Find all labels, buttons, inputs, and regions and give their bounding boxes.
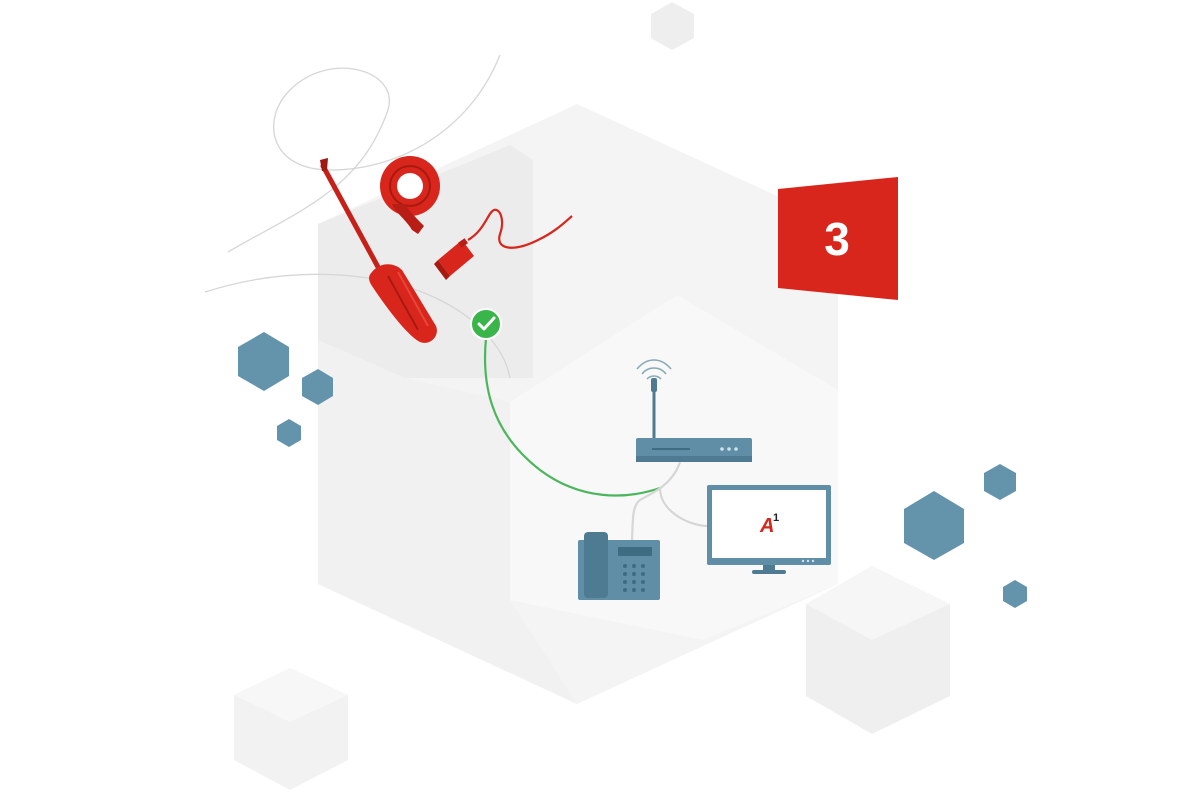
blue-hexagon-1	[238, 332, 289, 391]
green-connection-line	[483, 337, 661, 497]
router-cable-tv	[658, 487, 709, 528]
step-number: 3	[824, 213, 850, 265]
cable-connector-icon	[434, 208, 573, 280]
tv-icon: A 1	[707, 485, 831, 574]
router-cable-phone	[630, 461, 682, 541]
step-badge: 3	[778, 177, 898, 300]
screwdriver-icon	[320, 158, 437, 343]
grey-hexagon-bottom-right	[806, 566, 950, 734]
grey-hexagon-bottom-left	[234, 668, 348, 790]
tv-logo-letter: A	[759, 515, 774, 537]
blue-hexagon-4	[984, 464, 1016, 500]
decorative-line-2	[204, 273, 511, 379]
tv-logo-superscript: 1	[773, 512, 779, 524]
router-icon	[636, 359, 752, 462]
blue-hexagon-5	[904, 491, 964, 560]
decorative-line-1	[227, 54, 501, 253]
check-icon	[470, 308, 502, 340]
grey-hexagon-top	[651, 2, 694, 50]
blue-hexagon-2	[302, 369, 333, 405]
desk-phone-icon	[578, 532, 660, 600]
tape-roll-icon	[380, 156, 440, 234]
blue-hexagon-6	[1003, 580, 1027, 608]
blue-hexagon-3	[277, 419, 301, 447]
